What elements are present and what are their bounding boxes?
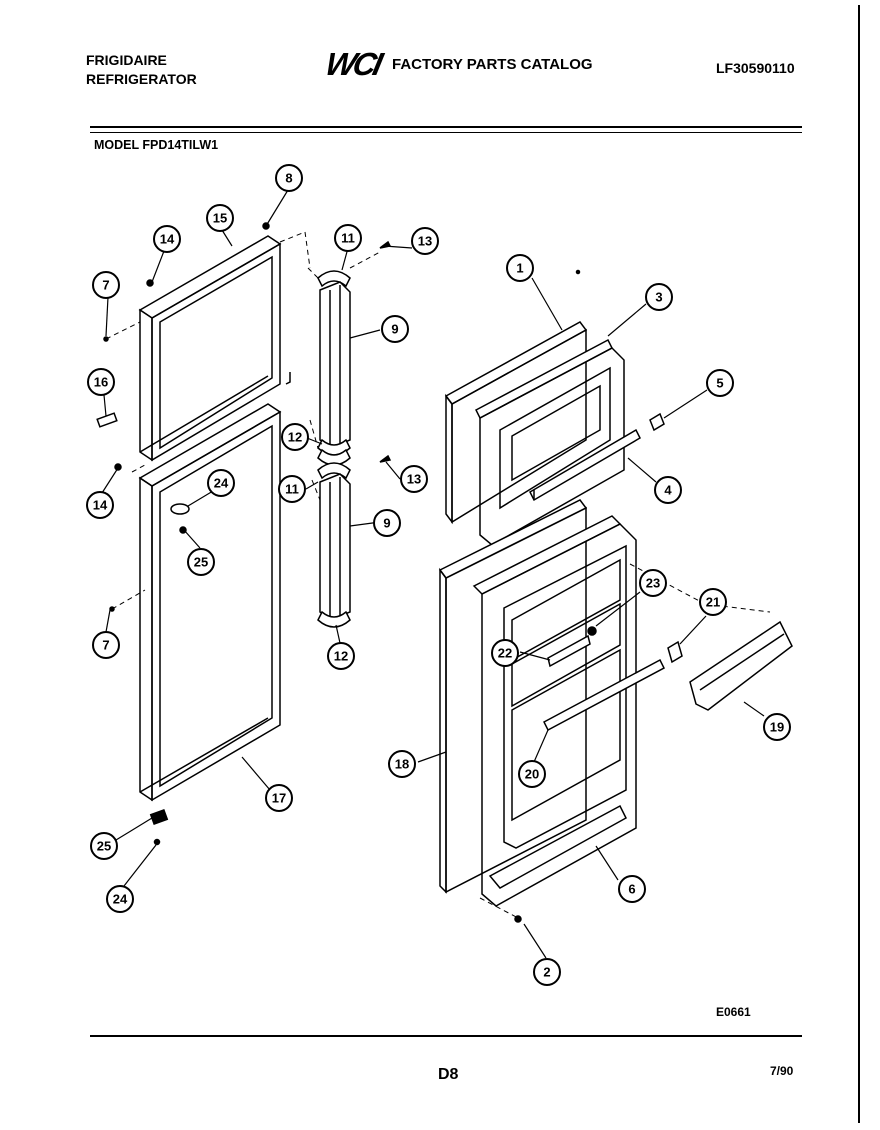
callout-number: 7 xyxy=(102,638,109,653)
fresh-food-door-liner xyxy=(438,499,793,907)
callout-number: 21 xyxy=(706,595,720,610)
revision-date: 7/90 xyxy=(770,1064,794,1078)
callout-circle xyxy=(491,639,519,667)
callout-circle xyxy=(86,491,114,519)
callout-number: 18 xyxy=(395,757,409,772)
callout-circle xyxy=(327,642,355,670)
figure-code: E0661 xyxy=(716,1005,751,1019)
callout-circle xyxy=(90,832,118,860)
callout-circle xyxy=(281,423,309,451)
freezer-door-liner xyxy=(444,321,665,546)
bottom-rule xyxy=(90,1035,802,1037)
callout-circle xyxy=(381,315,409,343)
callout-circle xyxy=(87,368,115,396)
callout-number: 9 xyxy=(383,516,390,531)
callout-number: 20 xyxy=(525,767,539,782)
freezer-door-frame xyxy=(138,235,282,462)
callout-circle xyxy=(618,875,646,903)
callout-circle xyxy=(645,283,673,311)
callout-number: 15 xyxy=(213,211,227,226)
callout-number: 22 xyxy=(498,646,512,661)
callout-number: 13 xyxy=(407,472,421,487)
callout-circle xyxy=(92,271,120,299)
callout-number: 12 xyxy=(288,430,302,445)
model-label: MODEL FPD14TILW1 xyxy=(94,138,219,152)
dashed-guides-middle xyxy=(307,251,381,501)
callout-number: 24 xyxy=(113,892,128,907)
upper-door-channel xyxy=(317,270,351,466)
callout-number: 4 xyxy=(664,483,672,498)
callout-circle xyxy=(706,369,734,397)
fresh-food-door-frame xyxy=(138,403,282,802)
screws-middle xyxy=(379,240,392,463)
callout-number: 17 xyxy=(272,791,286,806)
callout-circle xyxy=(187,548,215,576)
leader-lines xyxy=(101,189,765,959)
callout-number: 13 xyxy=(418,234,432,249)
top-rule xyxy=(90,126,802,128)
callout-circle xyxy=(400,465,428,493)
callout-number: 11 xyxy=(341,231,355,246)
callout-number: 25 xyxy=(97,839,111,854)
callout-number: 11 xyxy=(285,482,299,497)
callout-number: 24 xyxy=(214,476,229,491)
callout-number: 7 xyxy=(102,278,109,293)
dashed-guides-right xyxy=(479,563,771,920)
callout-circle xyxy=(207,469,235,497)
callout-circle xyxy=(206,204,234,232)
catalog-number: LF30590110 xyxy=(716,60,795,76)
callout-circle xyxy=(518,760,546,788)
callout-circle xyxy=(699,588,727,616)
callout-number: 12 xyxy=(334,649,348,664)
callout-number: 9 xyxy=(391,322,398,337)
small-hardware-right xyxy=(514,269,597,923)
callout-number: 14 xyxy=(160,232,175,247)
callout-number: 25 xyxy=(194,555,208,570)
catalog-title: FACTORY PARTS CATALOG xyxy=(392,56,593,73)
callout-circle xyxy=(92,631,120,659)
small-hardware-left xyxy=(96,222,291,846)
callout-number: 2 xyxy=(543,965,550,980)
callout-circle xyxy=(275,164,303,192)
callout-number: 6 xyxy=(628,882,635,897)
callout-circle xyxy=(153,225,181,253)
callout-circle xyxy=(106,885,134,913)
top-rule-thin xyxy=(90,132,802,133)
callout-circle xyxy=(373,509,401,537)
lower-door-channel xyxy=(317,462,351,628)
callout-circle xyxy=(278,475,306,503)
callout-number: 8 xyxy=(285,171,292,186)
callout-circle xyxy=(334,224,362,252)
callout-number: 16 xyxy=(94,375,108,390)
callout-number: 19 xyxy=(770,720,784,735)
brand-line-2: REFRIGERATOR xyxy=(86,71,197,87)
callout-circle xyxy=(763,713,791,741)
callout-number: 3 xyxy=(655,290,662,305)
dashed-guides-left xyxy=(105,231,311,610)
callout-circle xyxy=(506,254,534,282)
callout-circle xyxy=(265,784,293,812)
page-code: D8 xyxy=(438,1066,459,1083)
callout-number: 5 xyxy=(716,376,723,391)
callout-circle xyxy=(533,958,561,986)
callout-number: 14 xyxy=(93,498,108,513)
callout-circle xyxy=(388,750,416,778)
callout-circle xyxy=(411,227,439,255)
callout-circle xyxy=(654,476,682,504)
callout-number: 23 xyxy=(646,576,660,591)
brand-line-1: FRIGIDAIRE xyxy=(86,52,167,68)
callout-number: 1 xyxy=(516,261,523,276)
right-border xyxy=(858,5,860,1123)
callout-circle xyxy=(639,569,667,597)
